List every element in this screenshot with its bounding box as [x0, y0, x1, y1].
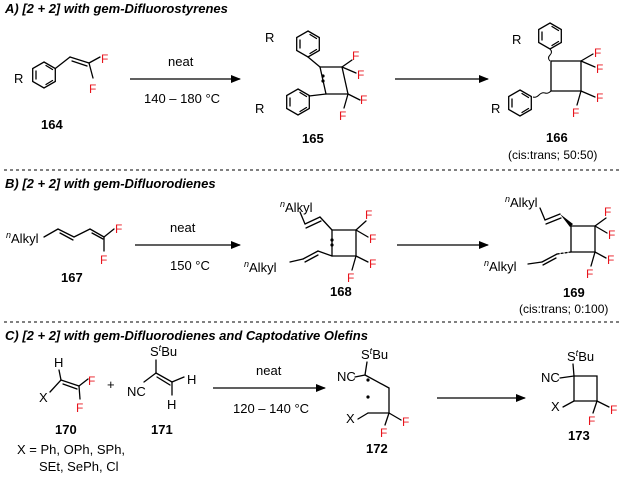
fluorine-label: F [607, 253, 614, 267]
fluorine-label: F [369, 257, 376, 271]
fluorine-label: F [89, 82, 96, 96]
x-substituent-label: X [551, 399, 560, 414]
alkyl-label: nAlkyl [505, 194, 538, 210]
sulfur-tbu-label: StBu [150, 343, 177, 359]
nitrile-label: NC [127, 384, 146, 399]
fluorine-label: F [339, 109, 346, 123]
condition-neat: neat [168, 54, 194, 69]
compound-number-173: 173 [568, 428, 590, 443]
fluorine-label: F [115, 222, 122, 236]
compound-number-167: 167 [61, 270, 83, 285]
compound-number-171: 171 [151, 422, 173, 437]
alkyl-label: nAlkyl [484, 258, 517, 274]
fluorine-label: F [360, 93, 367, 107]
compound-number-164: 164 [41, 117, 63, 132]
fluorine-label: F [604, 205, 611, 219]
compound-171-structure: StBu NC H H [127, 343, 196, 412]
compound-167-structure: nAlkyl F F [6, 222, 122, 267]
alkyl-label: nAlkyl [280, 199, 313, 215]
compound-number-172: 172 [366, 441, 388, 456]
condition-neat: neat [170, 220, 196, 235]
x-substituent-label: X [39, 390, 48, 405]
compound-number-170: 170 [55, 422, 77, 437]
stereo-ratio-166: (cis:trans; 50:50) [508, 148, 597, 162]
x-substituent-label: X [346, 411, 355, 426]
compound-165-structure: R R F F F F [255, 30, 367, 123]
r-substituent-label: R [14, 71, 23, 86]
compound-166-structure: R F F F F R [491, 22, 603, 120]
fluorine-label: F [594, 46, 601, 60]
fluorine-label: F [380, 426, 387, 440]
r-substituent-label: R [265, 30, 274, 45]
x-definition-line2: SEt, SePh, Cl [39, 459, 119, 474]
fluorine-label: F [608, 228, 615, 242]
r-substituent-label: R [255, 101, 264, 116]
fluorine-label: F [101, 52, 108, 66]
plus-sign: + [107, 377, 115, 392]
sulfur-tbu-label: StBu [567, 348, 594, 364]
fluorine-label: F [76, 401, 83, 415]
fluorine-label: F [369, 232, 376, 246]
stereo-ratio-169: (cis:trans; 0:100) [519, 302, 608, 316]
fluorine-label: F [352, 49, 359, 63]
compound-170-structure: H X F F [39, 355, 95, 415]
alkyl-label: nAlkyl [6, 230, 39, 246]
fluorine-label: F [347, 271, 354, 285]
fluorine-label: F [588, 414, 595, 428]
condition-neat: neat [256, 363, 282, 378]
fluorine-label: F [572, 106, 579, 120]
hydrogen-label: H [187, 372, 196, 387]
nitrile-label: NC [541, 370, 560, 385]
condition-temperature: 140 – 180 °C [144, 91, 220, 106]
hydrogen-label: H [167, 397, 176, 412]
section-a: A) [2 + 2] with gem-Difluorostyrenes R F… [4, 1, 603, 162]
fluorine-label: F [88, 374, 95, 388]
compound-173-structure: StBu NC X F F [541, 348, 617, 428]
fluorine-label: F [402, 415, 409, 429]
nitrile-label: NC [337, 369, 356, 384]
section-b-title: B) [2 + 2] with gem-Difluorodienes [5, 176, 216, 191]
section-b: B) [2 + 2] with gem-Difluorodienes nAlky… [5, 176, 615, 316]
sulfur-tbu-label: StBu [361, 346, 388, 362]
compound-172-structure: StBu NC X F F [337, 346, 409, 440]
section-a-title: A) [2 + 2] with gem-Difluorostyrenes [4, 1, 228, 16]
condition-temperature: 120 – 140 °C [233, 401, 309, 416]
compound-number-168: 168 [330, 284, 352, 299]
fluorine-label: F [365, 208, 372, 222]
compound-number-166: 166 [546, 130, 568, 145]
compound-168-structure: nAlkyl F F F F nAlkyl [244, 199, 376, 285]
section-c: C) [2 + 2] with gem-Difluorodienes and C… [5, 328, 617, 474]
fluorine-label: F [100, 253, 107, 267]
hydrogen-label: H [54, 355, 63, 370]
x-definition-line1: X = Ph, OPh, SPh, [17, 442, 125, 457]
compound-169-structure: nAlkyl F F F F nAlkyl [484, 194, 615, 281]
fluorine-label: F [357, 68, 364, 82]
fluorine-label: F [586, 267, 593, 281]
r-substituent-label: R [512, 32, 521, 47]
compound-number-169: 169 [563, 285, 585, 300]
r-substituent-label: R [491, 101, 500, 116]
fluorine-label: F [596, 91, 603, 105]
compound-164-structure: R F F [14, 52, 108, 96]
condition-temperature: 150 °C [170, 258, 210, 273]
fluorine-label: F [596, 62, 603, 76]
fluorine-label: F [610, 403, 617, 417]
alkyl-label: nAlkyl [244, 259, 277, 275]
compound-number-165: 165 [302, 131, 324, 146]
section-c-title: C) [2 + 2] with gem-Difluorodienes and C… [5, 328, 368, 343]
